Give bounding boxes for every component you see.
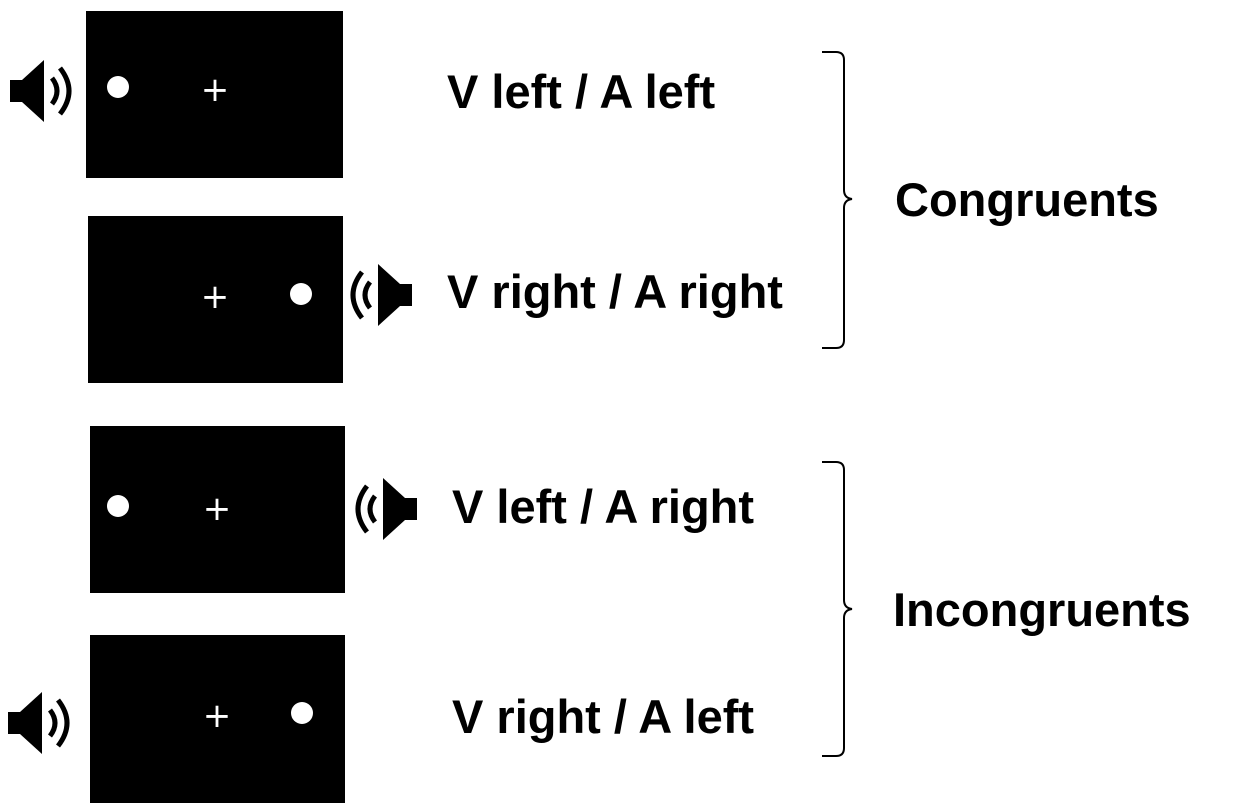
visual-stimulus-dot: [107, 76, 129, 98]
stimulus-screen: +: [86, 11, 343, 178]
speaker-left-icon: [8, 692, 70, 754]
incongruent-brace: [822, 461, 853, 757]
stimulus-screen: +: [88, 216, 343, 383]
group-label-incongruent: Incongruents: [893, 583, 1191, 636]
trial-label: V left / A left: [447, 65, 716, 118]
stimulus-screen: +: [90, 426, 345, 593]
visual-stimulus-dot: [107, 495, 129, 517]
trial-label: V right / A left: [452, 690, 755, 743]
fixation-cross: +: [200, 277, 230, 317]
speaker-right-icon: [355, 478, 417, 540]
stimulus-screen: +: [90, 635, 345, 803]
visual-stimulus-dot: [290, 283, 312, 305]
fixation-cross: +: [202, 489, 232, 529]
fixation-cross: +: [202, 696, 232, 736]
speaker-right-icon: [350, 264, 412, 326]
fixation-cross: +: [200, 70, 230, 110]
trial-label: V right / A right: [447, 265, 783, 318]
group-label-congruent: Congruents: [895, 173, 1159, 226]
congruent-brace: [822, 51, 853, 349]
trial-label: V left / A right: [452, 480, 755, 533]
speaker-left-icon: [10, 60, 72, 122]
visual-stimulus-dot: [291, 702, 313, 724]
